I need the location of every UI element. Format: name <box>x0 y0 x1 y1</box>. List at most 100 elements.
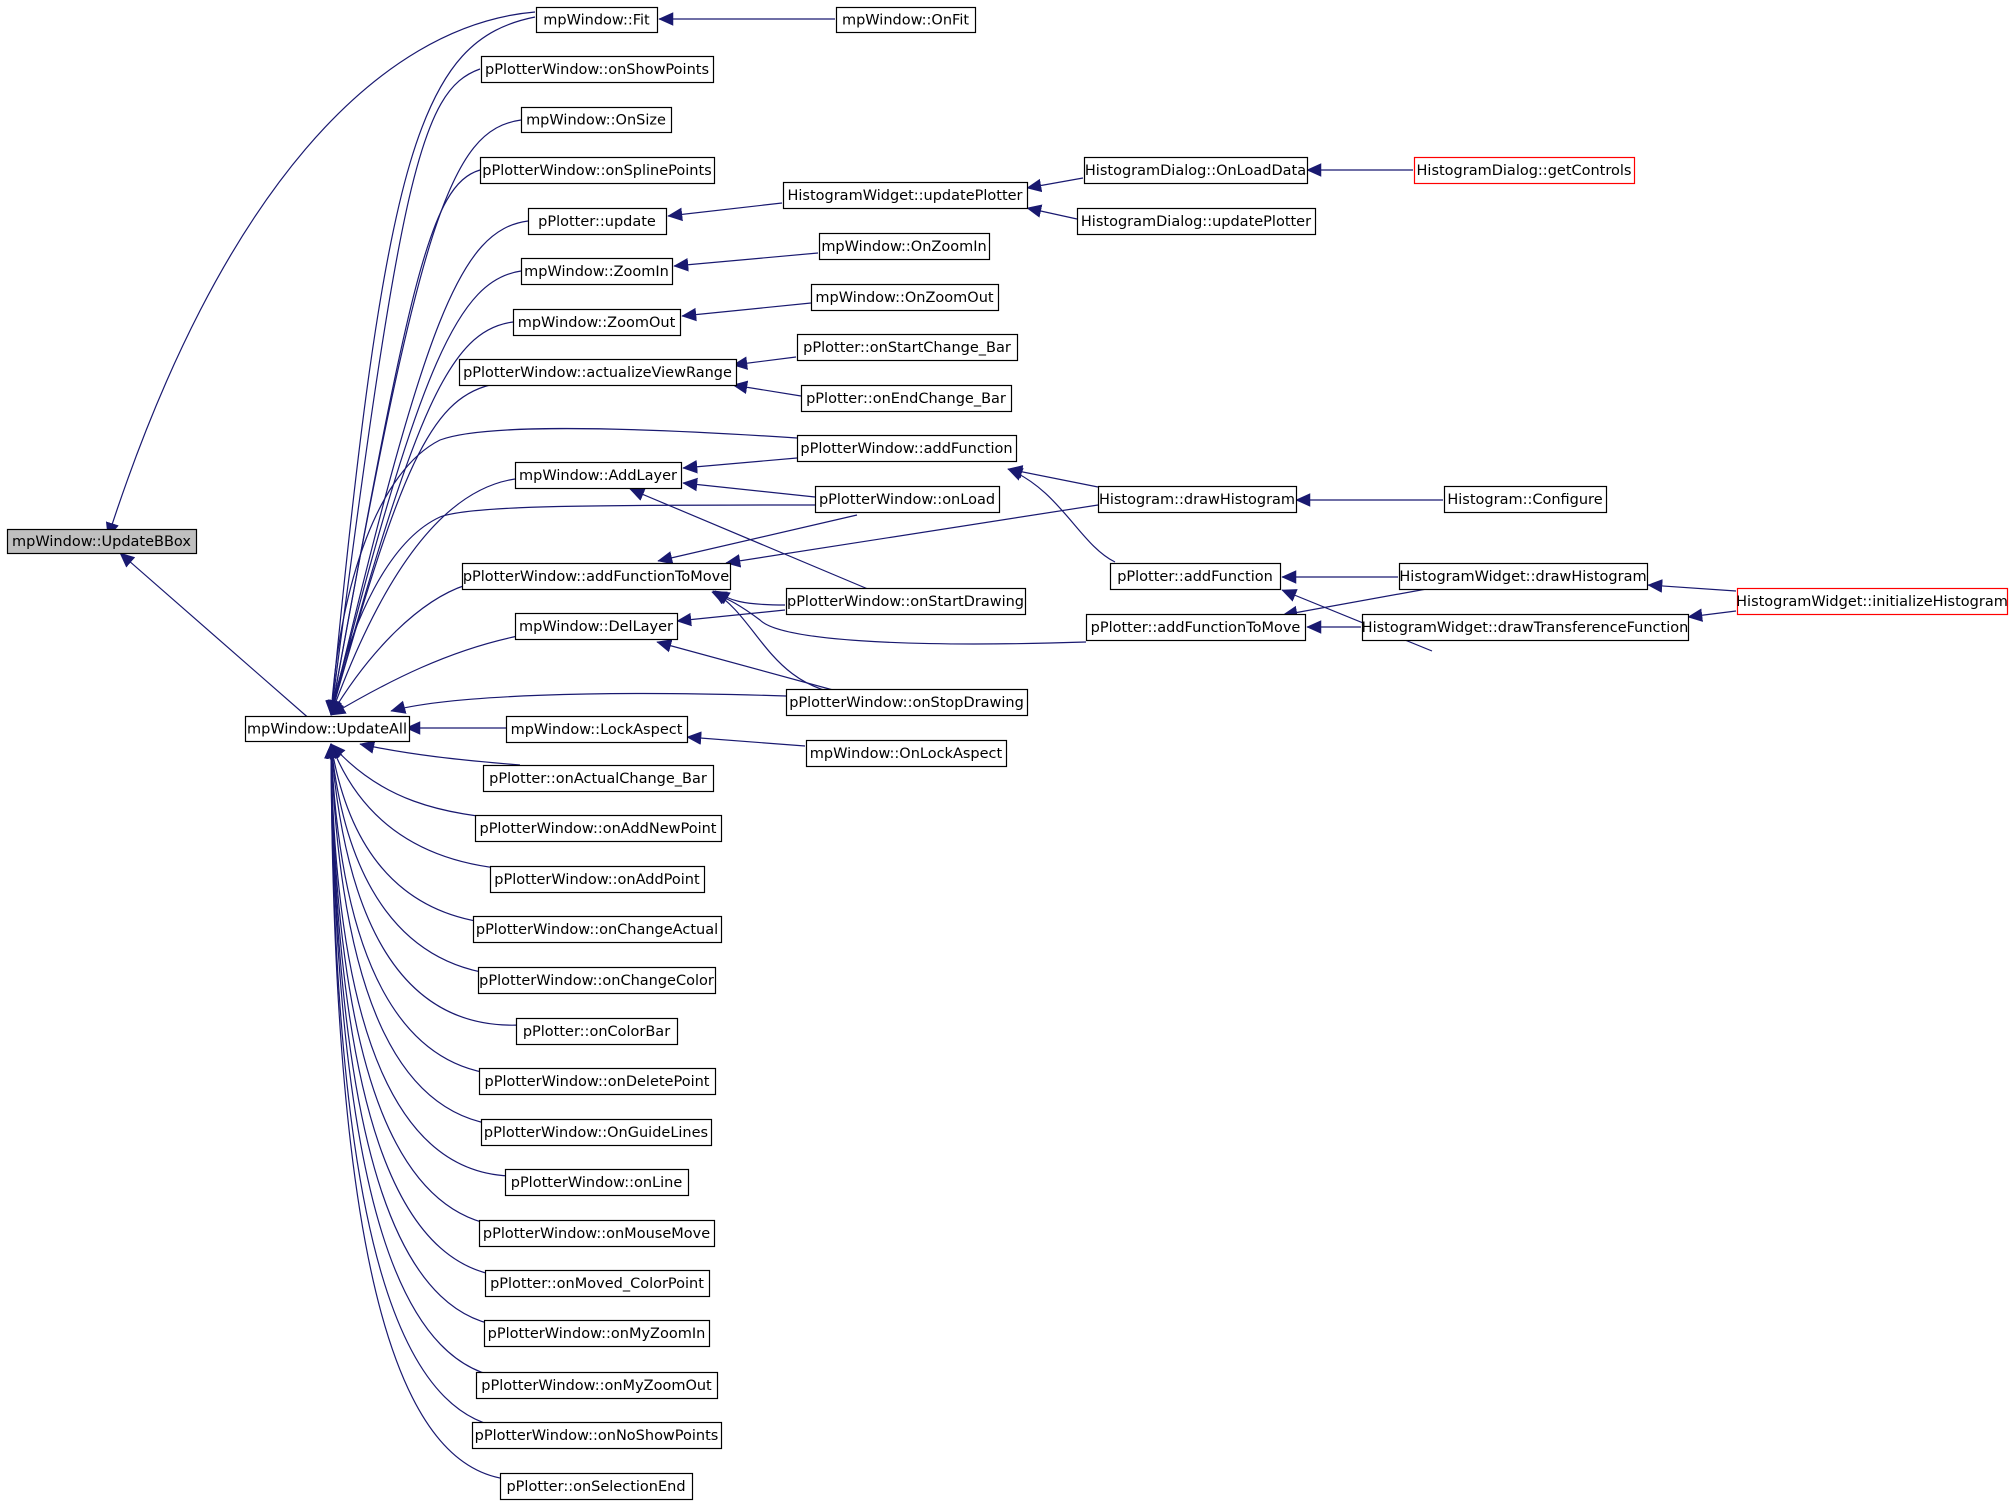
node-configure[interactable]: Histogram::Configure <box>1443 485 1608 514</box>
node-box <box>475 1371 719 1400</box>
node-hw-drawtransference[interactable]: HistogramWidget::drawTransferenceFunctio… <box>1361 613 1690 642</box>
node-box <box>472 915 723 944</box>
edge-addlayer-onstartdrawing <box>629 488 876 593</box>
edge-addfunctiontomove-onload <box>657 514 858 565</box>
node-onzoomout[interactable]: mpWindow::OnZoomOut <box>810 283 1000 312</box>
edge-updateall-addlayer <box>329 478 516 716</box>
node-onmousemove[interactable]: pPlotterWindow::onMouseMove <box>478 1219 716 1248</box>
node-onzoomin[interactable]: mpWindow::OnZoomIn <box>818 232 991 261</box>
edge-updateall-onselectionend <box>324 743 521 1481</box>
edge-hwdrawtransference-hwinitialize <box>1687 608 1737 622</box>
node-label: mpWindow::AddLayer <box>519 468 677 484</box>
node-hw-initializehistogram[interactable]: HistogramWidget::initializeHistogram <box>1736 587 2009 616</box>
edge-zoomout-onzoomout <box>681 302 812 322</box>
node-box <box>810 283 1000 312</box>
node-fit[interactable]: mpWindow::Fit <box>535 6 659 34</box>
edge-dellayer-onstartdrawing <box>676 609 786 627</box>
node-pp-addfunctiontomove[interactable]: pPlotter::addFunctionToMove <box>1085 613 1307 642</box>
edge-updateall-onaddpoint <box>329 743 521 871</box>
edge-updateall-ondeletepoint <box>324 743 521 1076</box>
node-hw-drawhistogram[interactable]: HistogramWidget::drawHistogram <box>1398 562 1649 591</box>
node-box <box>489 865 706 894</box>
node-label: pPlotter::onStartChange_Bar <box>803 340 1011 356</box>
node-label: mpWindow::Fit <box>543 13 650 29</box>
node-hd-onloaddata[interactable]: HistogramDialog::OnLoadData <box>1083 156 1309 185</box>
node-label: pPlotter::onColorBar <box>523 1024 670 1040</box>
node-drawhistogram[interactable]: Histogram::drawHistogram <box>1097 485 1298 514</box>
node-onsplinepoints[interactable]: pPlotterWindow::onSplinePoints <box>479 156 716 185</box>
node-box <box>1076 207 1317 236</box>
edge-updateall-onsize <box>326 119 522 716</box>
node-addlayer[interactable]: mpWindow::AddLayer <box>514 461 683 490</box>
node-box <box>782 181 1029 210</box>
edge-updateall-onmousemove <box>324 743 521 1228</box>
node-onaddnewpoint[interactable]: pPlotterWindow::onAddNewPoint <box>474 814 723 843</box>
node-box <box>499 1472 694 1501</box>
edge-updateall-onnoshowpoints <box>324 743 521 1430</box>
node-onnoshowpoints[interactable]: pPlotterWindow::onNoShowPoints <box>471 1421 723 1450</box>
node-hd-updateplotter[interactable]: HistogramDialog::updatePlotter <box>1076 207 1317 236</box>
edge-updateall-dellayer <box>330 635 519 716</box>
node-oncolorbar[interactable]: pPlotter::onColorBar <box>515 1017 679 1046</box>
node-dellayer[interactable]: mpWindow::DelLayer <box>514 612 679 641</box>
node-box <box>478 1219 716 1248</box>
node-onstartchangebar[interactable]: pPlotter::onStartChange_Bar <box>796 333 1019 362</box>
node-onendchangebar[interactable]: pPlotter::onEndChange_Bar <box>800 384 1013 413</box>
edge-updateall-onactualchangebar <box>359 740 521 766</box>
node-onstopdrawing[interactable]: pPlotterWindow::onStopDrawing <box>785 688 1029 717</box>
node-updatebbox[interactable]: mpWindow::UpdateBBox <box>6 528 198 555</box>
node-pplotter-update[interactable]: pPlotter::update <box>527 207 668 236</box>
node-lockaspect[interactable]: mpWindow::LockAspect <box>505 715 689 744</box>
node-label: mpWindow::LockAspect <box>511 722 683 738</box>
node-box <box>458 358 738 387</box>
node-actualizeviewrange[interactable]: pPlotterWindow::actualizeViewRange <box>458 358 738 387</box>
node-box <box>1398 562 1649 591</box>
edge-addlayer-ppwaddfunction <box>682 457 798 474</box>
node-zoomin[interactable]: mpWindow::ZoomIn <box>520 257 674 286</box>
node-onselectionend[interactable]: pPlotter::onSelectionEnd <box>499 1472 694 1501</box>
node-box <box>478 1067 717 1096</box>
node-box <box>1083 156 1309 185</box>
node-onlockaspect[interactable]: mpWindow::OnLockAspect <box>805 739 1008 768</box>
node-box <box>505 715 689 744</box>
node-onguidelines[interactable]: pPlotterWindow::OnGuideLines <box>480 1118 713 1147</box>
node-onsize[interactable]: mpWindow::OnSize <box>520 106 673 134</box>
node-label: pPlotterWindow::onNoShowPoints <box>475 1428 719 1444</box>
node-label: Histogram::drawHistogram <box>1099 492 1295 508</box>
edge-addfunctiontomove-ppaddfunctiontomove <box>711 591 1087 645</box>
node-label: pPlotterWindow::onMyZoomIn <box>488 1326 706 1342</box>
edge-actualizeviewrange-onendchangebar <box>732 380 802 397</box>
edge-addfunctiontomove-drawhistogram <box>725 504 1099 568</box>
edge-updateall-onmyzoomin <box>324 743 521 1328</box>
node-label: mpWindow::OnZoomIn <box>821 239 986 255</box>
node-box <box>483 1319 711 1348</box>
node-onfit[interactable]: mpWindow::OnFit <box>835 6 977 34</box>
node-onshowpoints[interactable]: pPlotterWindow::onShowPoints <box>480 55 715 84</box>
node-hw-updateplotter[interactable]: HistogramWidget::updatePlotter <box>782 181 1029 210</box>
node-ppw-addfunction[interactable]: pPlotterWindow::addFunction <box>796 434 1018 463</box>
node-pp-addfunction[interactable]: pPlotter::addFunction <box>1109 562 1282 591</box>
node-box <box>1097 485 1298 514</box>
node-label: mpWindow::OnFit <box>842 13 969 29</box>
node-onactualchangebar[interactable]: pPlotter::onActualChange_Bar <box>482 764 715 793</box>
edge-updateall-onstopdrawing <box>390 692 787 714</box>
node-box <box>477 966 717 995</box>
node-label: pPlotterWindow::onDeletePoint <box>485 1074 710 1090</box>
node-onmovedcolorpoint[interactable]: pPlotter::onMoved_ColorPoint <box>484 1269 711 1298</box>
node-box <box>1361 613 1690 642</box>
node-onaddpoint[interactable]: pPlotterWindow::onAddPoint <box>489 865 706 894</box>
node-onmyzoomout[interactable]: pPlotterWindow::onMyZoomOut <box>475 1371 719 1400</box>
node-zoomout[interactable]: mpWindow::ZoomOut <box>512 308 682 337</box>
node-onchangecolor[interactable]: pPlotterWindow::onChangeColor <box>477 966 717 995</box>
node-label: HistogramDialog::OnLoadData <box>1085 163 1306 179</box>
node-onchangeactual[interactable]: pPlotterWindow::onChangeActual <box>472 915 723 944</box>
node-updateall[interactable]: mpWindow::UpdateAll <box>244 715 411 743</box>
node-hd-getcontrols[interactable]: HistogramDialog::getControls <box>1413 156 1636 185</box>
node-addfunctiontomove[interactable]: pPlotterWindow::addFunctionToMove <box>461 562 732 591</box>
edge-ppaddfunctiontomove-hwdrawhistogram <box>1282 587 1433 620</box>
node-onload[interactable]: pPlotterWindow::onLoad <box>814 485 1001 514</box>
node-onmyzoomin[interactable]: pPlotterWindow::onMyZoomIn <box>483 1319 711 1348</box>
node-ondeletepoint[interactable]: pPlotterWindow::onDeletePoint <box>478 1067 717 1096</box>
node-onstartdrawing[interactable]: pPlotterWindow::onStartDrawing <box>785 587 1027 616</box>
node-online[interactable]: pPlotterWindow::onLine <box>504 1168 690 1197</box>
